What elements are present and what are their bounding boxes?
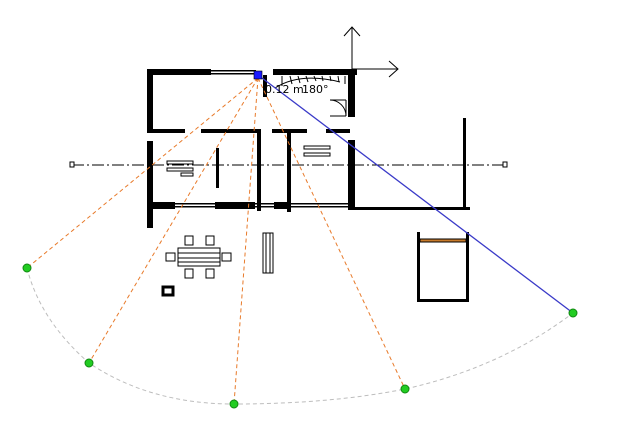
fov-handle[interactable] [229, 399, 239, 409]
camera-height-label: 0.12 m [265, 83, 304, 96]
dining-set [161, 235, 232, 297]
camera-fov-rays [26, 77, 406, 405]
furniture-interior [166, 145, 331, 177]
shed-bench [419, 238, 467, 243]
fov-handle[interactable] [568, 308, 578, 318]
walls [147, 69, 470, 302]
fov-handle[interactable] [22, 263, 32, 273]
camera-direction-line[interactable] [261, 77, 574, 314]
camera-marker[interactable] [253, 70, 263, 80]
camera-angle-label: 180° [302, 83, 329, 96]
section-line[interactable] [69, 161, 508, 168]
fov-handle[interactable] [84, 358, 94, 368]
fov-handles[interactable] [22, 263, 578, 409]
axes-arrows-icon[interactable] [343, 26, 399, 78]
fov-handle[interactable] [400, 384, 410, 394]
camera-fov-arc [26, 267, 574, 405]
stair-icon [274, 75, 346, 89]
door-swing-icon [329, 99, 347, 117]
bench [262, 232, 274, 274]
